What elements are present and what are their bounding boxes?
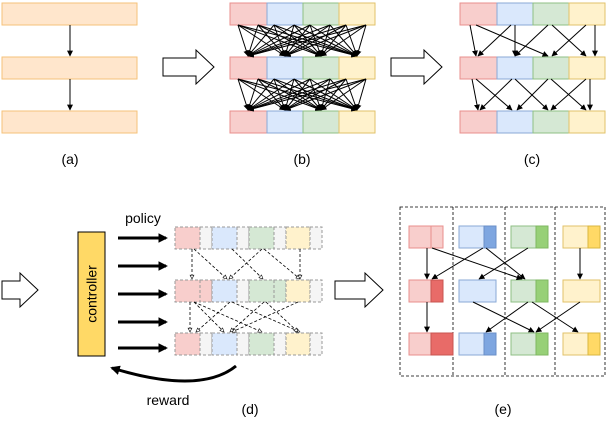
- policy-label: policy: [125, 210, 161, 226]
- caption-a: (a): [61, 151, 78, 167]
- layer-row: [459, 2, 606, 26]
- panel-a: (a): [1, 2, 138, 167]
- layer-block: [1, 2, 138, 26]
- sparse-connections: [469, 24, 598, 111]
- layer-block: [1, 56, 138, 80]
- connection-arrow: [284, 24, 367, 57]
- connection-arrow: [247, 78, 311, 111]
- connection-arrow: [514, 78, 549, 111]
- connection-arrow: [320, 78, 367, 111]
- connection-arrow: [237, 78, 250, 111]
- connection-arrow: [320, 24, 367, 57]
- reward-label: reward: [147, 392, 190, 408]
- connection-arrow: [477, 24, 512, 57]
- candidate-connections: [190, 248, 300, 332]
- transition-arrow-icon: [1, 271, 39, 309]
- connection-arrow: [247, 24, 295, 57]
- candidate-row: [174, 279, 323, 303]
- connection-arrow: [475, 78, 513, 111]
- controller-box: [77, 231, 106, 357]
- full-connections: [237, 24, 367, 112]
- connection-arrow: [355, 78, 367, 111]
- caption-d: (d): [241, 401, 258, 417]
- controller-label: controller: [84, 265, 100, 323]
- policy-arrows: [118, 233, 168, 353]
- caption-e: (e): [494, 401, 511, 417]
- connection-arrow: [247, 24, 311, 57]
- branch-connections: [424, 247, 583, 333]
- transition-arrow-icon: [162, 48, 215, 86]
- caption-b: (b): [293, 151, 310, 167]
- caption-c: (c): [524, 151, 540, 167]
- layer-row: [229, 110, 376, 134]
- connection-arrow: [247, 24, 331, 57]
- connection-arrow: [479, 78, 513, 111]
- connection-arrow: [514, 24, 549, 57]
- connection-arrow: [475, 24, 549, 57]
- connection-arrow: [247, 78, 331, 111]
- candidate-row: [174, 226, 323, 250]
- panel-d: controller policy reward: [77, 210, 323, 417]
- connection-arrow: [469, 24, 478, 57]
- layer-row: [229, 56, 376, 80]
- connection-arrow: [284, 24, 347, 57]
- panel-e: (e): [399, 206, 606, 417]
- panel-c: (c): [459, 2, 606, 167]
- connection-arrow: [516, 78, 549, 111]
- connection-arrow: [247, 78, 347, 112]
- reward-arrow: [110, 364, 237, 383]
- layer-block: [1, 110, 138, 134]
- layer-row: [229, 2, 376, 26]
- connection-arrow: [247, 24, 367, 58]
- transition-arrow-icon: [390, 48, 443, 86]
- connection-arrow: [471, 78, 480, 111]
- connection-arrow: [284, 78, 347, 111]
- transition-arrow-icon: [334, 271, 384, 309]
- connection-arrow: [551, 24, 587, 57]
- layer-row: [459, 110, 606, 134]
- layer-row: [459, 56, 606, 80]
- connection-arrow: [284, 78, 367, 111]
- connection-arrow: [355, 24, 367, 57]
- connection-arrow: [247, 78, 367, 112]
- candidate-row: [174, 332, 323, 356]
- connection-arrow: [550, 78, 587, 111]
- connection-arrow: [247, 78, 295, 111]
- panel-b: (b): [229, 2, 376, 167]
- connection-arrow: [247, 24, 347, 58]
- connection-arrow: [237, 24, 250, 57]
